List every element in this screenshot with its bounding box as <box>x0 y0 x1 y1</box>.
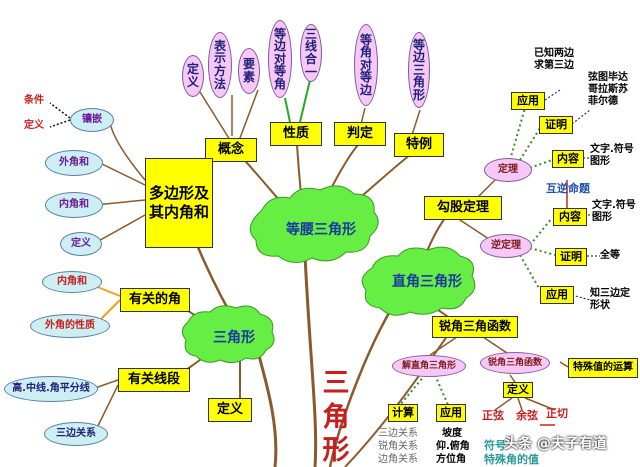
isosceles-triangle-node: 等腰三角形 <box>286 221 356 238</box>
altitude-median-bisector-oval: 高.中线.角平分线 <box>4 376 98 402</box>
proof-box: 证明 <box>539 116 573 134</box>
acute-trig-function-oval: 锐角三角函数 <box>480 352 550 374</box>
compute-note-2: 锐角关系 <box>378 441 418 452</box>
mutual-proposition-label: 互逆命题 <box>546 182 590 195</box>
exterior-angle-property-oval: 外角的性质 <box>30 314 110 338</box>
inlay-definition-label: 定义 <box>24 120 44 131</box>
tangent-label: 正切 <box>546 407 568 420</box>
concept-box: 概念 <box>205 138 257 162</box>
equal-sides-angles-oval: 等边对等角 <box>268 20 292 98</box>
equilateral-oval: 等边三角形 <box>408 32 430 108</box>
proof-note-2: 全等 <box>600 250 620 261</box>
representation-oval: 表示方法 <box>208 32 232 98</box>
right-triangle-node: 直角三角形 <box>392 273 462 290</box>
polygon-definition-oval: 定义 <box>60 232 102 256</box>
application-note-3: 方位角 <box>436 454 466 465</box>
content-note: 文字.符号图形 <box>590 144 634 167</box>
solve-right-triangle-oval: 解直角三角形 <box>392 355 466 377</box>
polygon-box: 多边形及其内角和 <box>145 158 213 248</box>
interior-angle-oval: 内角和 <box>42 271 102 293</box>
application-box: 应用 <box>511 92 545 110</box>
watermark: 头条 @夫子有道 <box>504 436 607 452</box>
three-in-one-oval: 三线合一 <box>300 24 322 82</box>
related-angles-box: 有关的角 <box>120 288 190 312</box>
acute-trig-box: 锐角三角函数 <box>432 316 518 338</box>
special-angle-values-label: 特殊角的值 <box>484 453 539 466</box>
content-box-2: 内容 <box>553 208 587 226</box>
pythagorean-theorem-box: 勾股定理 <box>424 196 502 220</box>
special-values-box: 特殊值的运算 <box>568 358 638 378</box>
main-title: 三角形 <box>322 367 350 467</box>
trig-application-box: 应用 <box>436 404 466 422</box>
theorem-oval: 定理 <box>484 158 532 182</box>
concept-definition-oval: 定义 <box>182 55 204 97</box>
three-side-relation-oval: 三边关系 <box>44 422 108 446</box>
application-note-2: 仰.俯角 <box>436 441 470 452</box>
application-note-1: 坡度 <box>442 428 462 439</box>
triangle-definition-box: 定义 <box>208 398 252 422</box>
symbol-label: 符号 <box>484 439 506 452</box>
proof-note: 弦图毕达哥拉斯苏菲尔德 <box>588 72 628 107</box>
compute-box: 计算 <box>388 404 418 422</box>
application-note: 已知两边求第三边 <box>534 48 574 71</box>
proof-box-2: 证明 <box>555 248 587 266</box>
application-box-2: 应用 <box>540 286 574 304</box>
inlay-oval: 镶嵌 <box>70 108 114 132</box>
application-note-2: 知三边定形状 <box>590 288 630 311</box>
exterior-sum-oval: 外角和 <box>45 150 103 176</box>
content-note-2: 文字.符号图形 <box>592 200 636 223</box>
interior-sum-oval: 内角和 <box>45 192 103 218</box>
converse-oval: 逆定理 <box>480 234 532 258</box>
trig-definition-box: 定义 <box>503 382 533 398</box>
compute-note-1: 三边关系 <box>378 428 418 439</box>
compute-note-3: 边角关系 <box>378 454 418 465</box>
content-box: 内容 <box>552 150 584 168</box>
special-case-box: 特例 <box>394 133 444 157</box>
sine-label: 正弦 <box>482 409 504 422</box>
cosine-label: 余弦 <box>516 409 538 422</box>
property-box: 性质 <box>270 122 322 146</box>
equal-angles-sides-oval: 等角对等边 <box>354 24 378 106</box>
judgement-box: 判定 <box>334 122 386 146</box>
triangle-node: 三角形 <box>213 329 255 346</box>
cloud-shapes <box>182 185 476 364</box>
inlay-condition-label: 条件 <box>24 95 44 106</box>
elements-oval: 要素 <box>238 48 260 94</box>
related-segments-box: 有关线段 <box>118 368 190 392</box>
